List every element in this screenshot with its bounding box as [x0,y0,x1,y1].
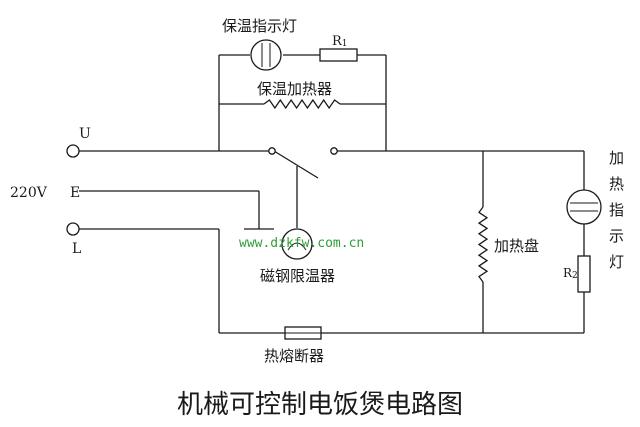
thermal-fuse [284,326,322,340]
label-heat-indicator-4: 示 [609,227,624,245]
resistor-r1 [319,48,358,62]
label-terminal-l: L [72,241,81,257]
warm-indicator-lamp-circle [250,39,282,71]
label-heating-plate: 加热盘 [494,237,539,255]
terminal-l-circle [66,222,80,236]
label-heat-indicator-2: 热 [609,175,624,193]
switch-contact-left [268,147,276,155]
switch-contact-right [330,147,338,155]
warm-indicator-lamp [250,39,282,71]
warm-heater-coil [263,98,341,110]
magnetic-limiter [281,228,313,260]
label-heat-indicator-3: 指 [609,201,624,219]
terminals [66,144,338,236]
labels: 保温指示灯 R1 保温加热器 U E L 220V 磁钢限温器 热熔断器 加热盘… [10,17,624,420]
label-warm-heater: 保温加热器 [257,80,332,98]
label-r1: R1 [332,34,348,49]
label-voltage: 220V [10,185,48,201]
label-fuse: 热熔断器 [264,347,324,365]
label-terminal-u: U [79,126,91,142]
watermark: www.dzkfw.com.cn [239,236,364,251]
switch-lever [273,150,319,179]
wires [79,54,585,334]
label-heat-indicator-1: 加 [609,149,624,167]
heat-indicator-lamp [566,189,602,225]
heating-plate-coil [477,206,489,283]
label-magnetic-limiter: 磁钢限温器 [260,267,335,285]
label-warm-indicator: 保温指示灯 [222,17,297,35]
label-heat-indicator-5: 灯 [609,253,624,271]
label-terminal-e: E [70,185,80,201]
heat-indicator-lamp-circle [566,189,602,225]
diagram-title: 机械可控制电饭煲电路图 [177,390,463,420]
label-r2: R2 [563,266,578,281]
terminal-u-circle [66,144,80,158]
resistor-r2 [577,255,591,293]
magnetic-limiter-circle [281,228,313,260]
